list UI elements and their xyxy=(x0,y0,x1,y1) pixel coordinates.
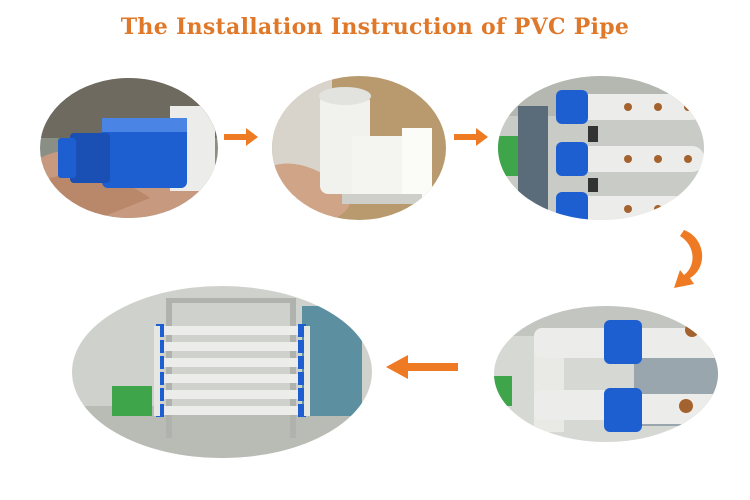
step-5-photo xyxy=(72,286,372,458)
step-2-photo xyxy=(272,76,446,220)
page-title: The Installation Instruction of PVC Pipe xyxy=(120,14,630,40)
step-4-photo xyxy=(494,306,718,442)
arrow-left-icon xyxy=(384,353,460,381)
step-3-photo xyxy=(498,76,704,220)
arrow-right-icon xyxy=(222,126,260,148)
arrow-right-icon xyxy=(452,126,490,148)
step-1-photo xyxy=(40,78,218,218)
arrow-curved-down-icon xyxy=(668,228,708,294)
